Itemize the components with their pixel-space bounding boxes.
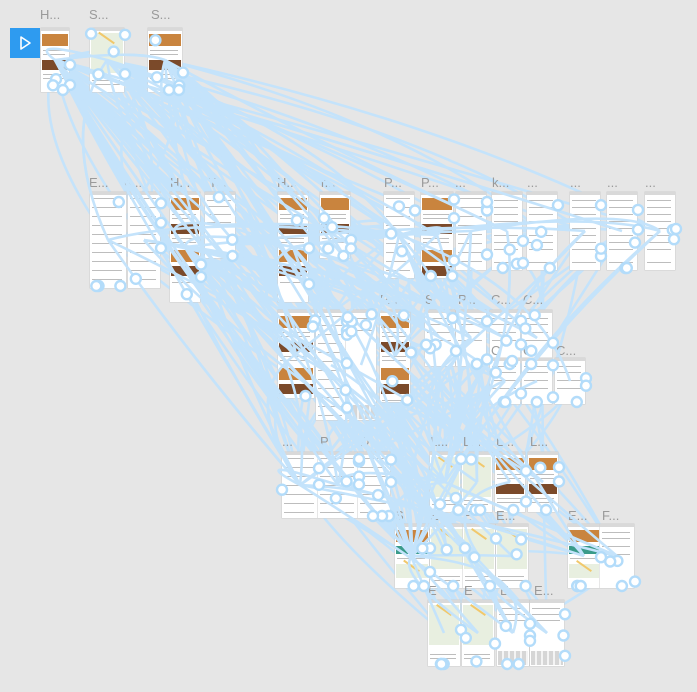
frame-label[interactable]: P... bbox=[421, 175, 439, 190]
frame-label[interactable]: ... bbox=[570, 175, 581, 190]
frame-thumbnail[interactable] bbox=[148, 28, 182, 92]
frame-thumbnail[interactable] bbox=[528, 452, 558, 512]
prototype-connection[interactable] bbox=[219, 222, 400, 237]
frame-label[interactable]: H... bbox=[277, 175, 298, 190]
frame-thumbnail[interactable] bbox=[278, 310, 314, 398]
frame-label[interactable]: E bbox=[500, 583, 509, 598]
prototype-connection[interactable] bbox=[184, 229, 543, 249]
frame-label[interactable]: E... bbox=[496, 508, 516, 523]
frame-thumbnail[interactable] bbox=[278, 192, 308, 302]
frame-thumbnail[interactable] bbox=[346, 310, 376, 420]
frame-label[interactable]: E bbox=[428, 583, 437, 598]
frame-thumbnail[interactable] bbox=[430, 452, 460, 512]
frame-label[interactable]: C bbox=[491, 343, 501, 358]
frame-label[interactable]: ... bbox=[645, 175, 656, 190]
frame-thumbnail[interactable] bbox=[530, 600, 564, 666]
frame-label[interactable]: C... bbox=[523, 292, 544, 307]
prototype-connection[interactable] bbox=[54, 59, 481, 557]
frame-thumbnail[interactable] bbox=[600, 524, 634, 588]
frame-label[interactable]: P... bbox=[380, 292, 398, 307]
frame-thumbnail[interactable] bbox=[395, 524, 429, 588]
frame-label[interactable]: S bbox=[425, 292, 434, 307]
frame-label[interactable]: H... bbox=[40, 7, 61, 22]
prototype-connection[interactable] bbox=[183, 235, 294, 249]
frame-thumbnail[interactable] bbox=[463, 524, 495, 588]
frame-thumbnail[interactable] bbox=[428, 600, 460, 666]
frame-thumbnail[interactable] bbox=[318, 452, 358, 518]
frame-thumbnail[interactable] bbox=[607, 192, 637, 270]
prototype-connection[interactable] bbox=[291, 224, 438, 248]
frame-label[interactable]: E bbox=[464, 583, 473, 598]
frame-label[interactable]: E... bbox=[568, 508, 588, 523]
frame-label[interactable]: ... bbox=[527, 175, 538, 190]
frame-label[interactable]: S bbox=[395, 508, 404, 523]
frame-thumbnail[interactable] bbox=[41, 28, 69, 92]
frame-label[interactable]: P... bbox=[458, 292, 476, 307]
frame-thumbnail[interactable] bbox=[430, 524, 464, 588]
frame-thumbnail[interactable] bbox=[496, 524, 528, 588]
frame-label[interactable]: L... bbox=[463, 434, 482, 449]
frame-label[interactable]: n... bbox=[124, 175, 143, 190]
frame-thumbnail[interactable] bbox=[170, 192, 200, 302]
frame-thumbnail[interactable] bbox=[90, 28, 124, 92]
frame-thumbnail[interactable] bbox=[492, 192, 522, 270]
frame-thumbnail[interactable] bbox=[495, 452, 525, 512]
frame-thumbnail[interactable] bbox=[421, 192, 453, 278]
frame-thumbnail[interactable] bbox=[497, 600, 529, 666]
frame-label[interactable]: C... bbox=[491, 292, 512, 307]
frame-label[interactable]: C... bbox=[556, 343, 577, 358]
frame-label[interactable]: P bbox=[320, 434, 329, 449]
frame-thumbnail[interactable] bbox=[320, 192, 350, 258]
frame-label[interactable]: T... bbox=[209, 175, 227, 190]
frame-thumbnail[interactable] bbox=[570, 192, 600, 270]
frame-label[interactable]: L... bbox=[530, 434, 549, 449]
frame-label[interactable]: E... bbox=[89, 175, 109, 190]
frame-thumbnail[interactable] bbox=[462, 600, 494, 666]
frame-thumbnail[interactable] bbox=[384, 192, 414, 278]
frame-thumbnail[interactable] bbox=[358, 452, 390, 518]
frame-label[interactable]: E bbox=[430, 508, 439, 523]
frame-thumbnail[interactable] bbox=[90, 192, 126, 288]
frame-thumbnail[interactable] bbox=[522, 358, 552, 404]
prototype-connection[interactable] bbox=[292, 232, 438, 249]
frame-thumbnail[interactable] bbox=[425, 310, 455, 366]
frame-label[interactable]: F... bbox=[602, 508, 620, 523]
frame-thumbnail[interactable] bbox=[645, 192, 675, 270]
frame-label[interactable]: P... bbox=[384, 175, 402, 190]
frame-thumbnail[interactable] bbox=[205, 192, 235, 258]
frame-thumbnail[interactable] bbox=[490, 358, 520, 404]
frame-thumbnail[interactable] bbox=[316, 310, 346, 420]
frame-label[interactable]: L... bbox=[430, 434, 449, 449]
frame-thumbnail[interactable] bbox=[128, 192, 160, 288]
frame-thumbnail[interactable] bbox=[456, 192, 486, 270]
frame-thumbnail[interactable] bbox=[462, 452, 492, 512]
frame-thumbnail[interactable] bbox=[568, 524, 600, 588]
frame-thumbnail[interactable] bbox=[527, 192, 557, 270]
frame-label[interactable]: ... bbox=[455, 175, 466, 190]
frame-label[interactable]: D bbox=[360, 434, 370, 449]
frame-thumbnail[interactable] bbox=[456, 310, 486, 366]
frame-label[interactable]: L... bbox=[496, 434, 515, 449]
frame-thumbnail[interactable] bbox=[282, 452, 318, 518]
frame-label[interactable]: E bbox=[463, 508, 472, 523]
play-prototype-button[interactable] bbox=[10, 28, 40, 58]
frame-label[interactable]: S... bbox=[151, 7, 171, 22]
frame-label[interactable]: ... bbox=[282, 434, 293, 449]
frame-label[interactable]: k... bbox=[492, 175, 510, 190]
prototype-connection[interactable] bbox=[292, 232, 438, 249]
frame-thumbnail[interactable] bbox=[555, 358, 585, 404]
frame-label[interactable]: C bbox=[523, 343, 533, 358]
frame-label[interactable]: H... bbox=[170, 175, 191, 190]
prototype-connection[interactable] bbox=[219, 222, 400, 237]
frame-label[interactable]: E... bbox=[534, 583, 554, 598]
play-icon bbox=[20, 36, 31, 50]
prototype-connection[interactable] bbox=[183, 235, 294, 249]
frame-label[interactable]: r... bbox=[321, 175, 336, 190]
frame-thumbnail[interactable] bbox=[380, 310, 410, 402]
frame-label[interactable]: ... bbox=[607, 175, 618, 190]
frame-label[interactable]: S... bbox=[89, 7, 109, 22]
